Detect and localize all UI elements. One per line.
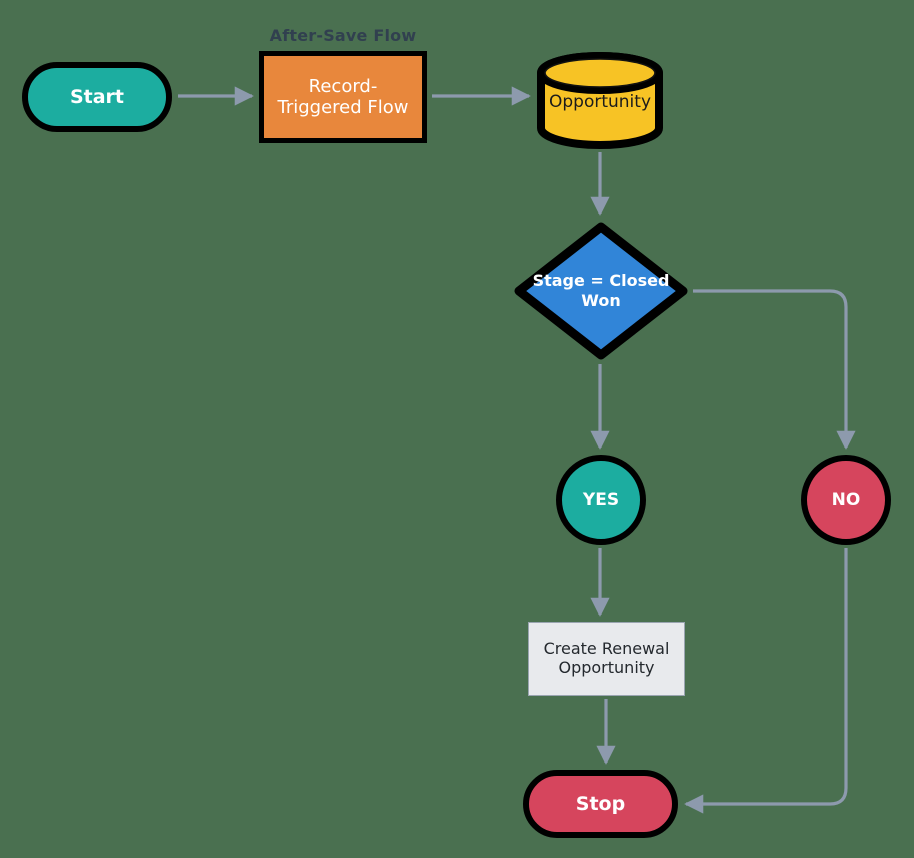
edge-no-to-stop	[684, 548, 848, 814]
cylinder-shape	[536, 52, 664, 149]
node-decision-line2: Won	[581, 291, 621, 310]
node-stop-label: Stop	[575, 792, 626, 815]
node-opportunity-database[interactable]: Opportunity	[536, 52, 664, 149]
node-flow-line1: Record-	[308, 75, 378, 97]
node-flow-line2: Triggered Flow	[277, 97, 409, 118]
node-create-renewal-opportunity-label: Create Renewal Opportunity	[543, 639, 670, 678]
node-branch-no-label: NO	[831, 489, 861, 510]
after-save-flow-label: After-Save Flow	[269, 26, 417, 45]
node-decision-line1: Stage = Closed	[532, 271, 670, 290]
edge-decision-to-no	[693, 289, 856, 450]
node-decision-label: Stage = Closed Won	[525, 271, 677, 311]
node-branch-yes-label: YES	[582, 489, 620, 510]
node-action-line1: Create Renewal	[543, 639, 670, 659]
node-record-triggered-flow-label: Record- Triggered Flow	[278, 76, 409, 118]
node-opportunity-database-label: Opportunity	[548, 91, 652, 112]
node-branch-no[interactable]: NO	[801, 455, 891, 545]
node-start-label: Start	[69, 85, 125, 108]
node-action-line2: Opportunity	[558, 658, 655, 677]
cylinder-svg	[537, 52, 663, 149]
node-branch-yes[interactable]: YES	[556, 455, 646, 545]
node-stop[interactable]: Stop	[523, 770, 678, 838]
node-decision-stage-closed-won[interactable]: Stage = Closed Won	[513, 221, 689, 361]
node-record-triggered-flow[interactable]: Record- Triggered Flow	[259, 51, 427, 143]
diamond-svg	[514, 222, 688, 360]
node-start[interactable]: Start	[22, 62, 172, 132]
node-create-renewal-opportunity[interactable]: Create Renewal Opportunity	[528, 622, 685, 696]
